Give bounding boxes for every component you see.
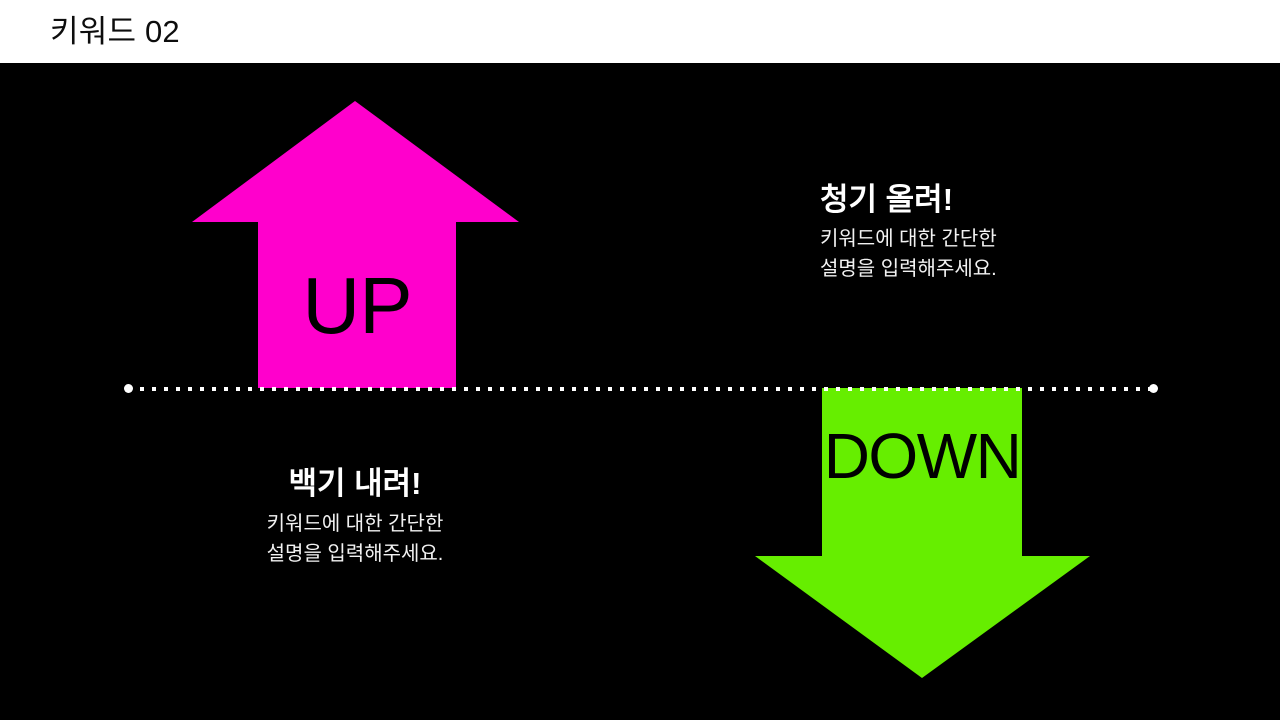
- divider-dotted-line: [128, 387, 1154, 391]
- down-block-body: 키워드에 대한 간단한 설명을 입력해주세요.: [230, 509, 480, 569]
- slide-header: 키워드 02: [0, 0, 1280, 63]
- up-block-body-line-1: 키워드에 대한 간단한: [820, 228, 997, 250]
- up-block-body: 키워드에 대한 간단한 설명을 입력해주세요.: [820, 224, 997, 284]
- dotted-divider: [124, 384, 1158, 393]
- down-text-block: 백기 내려! 키워드에 대한 간단한 설명을 입력해주세요.: [230, 464, 480, 569]
- up-arrow-label: UP: [302, 261, 412, 350]
- down-arrow-label: DOWN: [823, 420, 1022, 492]
- up-block-title: 청기 올려!: [820, 182, 954, 217]
- divider-right-endpoint-dot: [1149, 384, 1158, 393]
- up-text-block: 청기 올려! 키워드에 대한 간단한 설명을 입력해주세요.: [820, 180, 997, 284]
- up-block-body-line-2: 설명을 입력해주세요.: [820, 258, 997, 280]
- down-block-body-line-2: 설명을 입력해주세요.: [266, 543, 444, 565]
- page-title: 키워드 02: [50, 14, 180, 49]
- down-block-title: 백기 내려!: [288, 466, 422, 501]
- down-block-body-line-1: 키워드에 대한 간단한: [266, 513, 444, 535]
